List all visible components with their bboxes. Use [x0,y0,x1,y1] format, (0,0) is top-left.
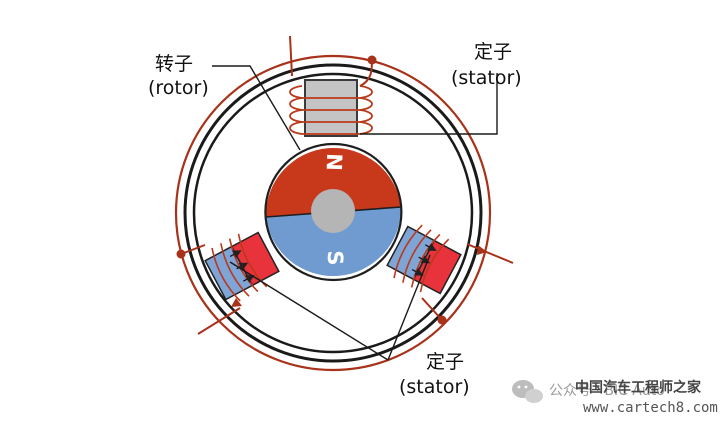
watermark-url: www.cartech8.com [583,400,718,416]
stator-pole-top [289,79,373,137]
stator-pole-right [386,224,462,295]
stator-bottom-label-cn: 定子 [426,351,464,373]
junction-dot-bottom [437,315,447,325]
stator-coil-top [289,85,373,135]
supply-wire-ring [174,54,492,372]
stator-bottom-label-en: (stator) [399,376,470,398]
stator-pole-left [204,231,280,302]
watermark-account: 公众号 · BIC Auto [549,383,665,399]
wire-arrow-right [477,245,487,255]
leader-lines [212,65,498,361]
wire-arrow-left [231,298,242,307]
stator-top-label-en: (stator) [451,67,522,89]
stator-top-label-cn: 定子 [474,41,512,63]
watermark-site-name: 中国汽车工程师之家 [575,379,702,396]
rotor-shaft [311,189,355,233]
rotor: N S [264,142,403,282]
junction-dot-top [367,55,377,65]
rotor-south-half [265,207,402,277]
north-pole-label: N [322,153,347,171]
stator-frame-outer [183,63,483,363]
stator-frame-inner [192,72,474,354]
stator-coil-right [393,224,450,293]
rotor-label-en: (rotor) [148,77,209,99]
rotor-north-half [265,147,402,217]
rotor-label-cn: 转子 [155,53,193,75]
wechat-icon [512,380,543,403]
junction-dot-left [176,249,186,259]
rotor-outline [264,142,403,282]
south-pole-label: S [323,250,348,266]
watermark: 公众号 · BIC Auto 中国汽车工程师之家 www.cartech8.co… [512,379,718,416]
